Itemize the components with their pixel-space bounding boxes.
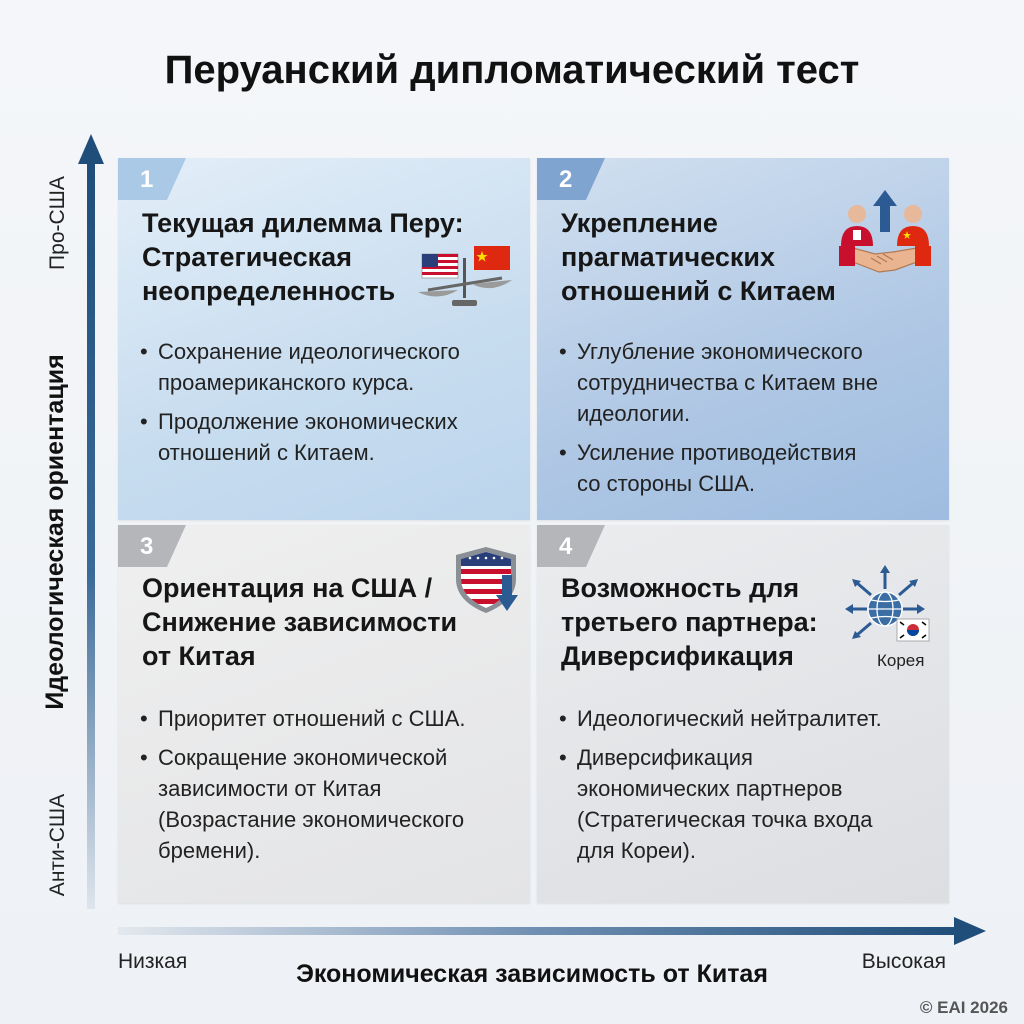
x-axis-low-label: Низкая <box>118 950 188 973</box>
y-axis-title: Идеологическая ориентация <box>41 354 69 710</box>
x-axis-title: Экономическая зависимость от Китая <box>296 960 768 988</box>
bullet-line: со стороны США. <box>577 471 756 496</box>
bullet-line: Продолжение экономических <box>158 409 458 434</box>
bullet-item: Усиление противодействия со стороны США. <box>559 437 878 499</box>
quadrant-number: 4 <box>537 525 605 567</box>
x-axis-high-label: Высокая <box>861 950 946 973</box>
bullet-line: Приоритет отношений с США. <box>158 706 466 731</box>
quadrant-3: 3 Ориентация на США / Снижение зависимос… <box>118 525 530 903</box>
heading-line: Текущая дилемма Перу: <box>142 208 464 238</box>
quadrant-number: 3 <box>118 525 186 567</box>
quadrant-bullets: Углубление экономического сотрудничества… <box>559 336 878 507</box>
quadrant-4: 4 Возможность для третьего партнера: Див… <box>537 525 949 903</box>
bullet-item: Углубление экономического сотрудничества… <box>559 336 878 429</box>
heading-line: отношений с Китаем <box>561 276 836 306</box>
bullet-line: бремени). <box>158 838 261 863</box>
heading-line: от Китая <box>142 641 256 671</box>
copyright: © EAI 2026 <box>919 998 1008 1017</box>
x-axis-arrow <box>118 917 986 945</box>
heading-line: неопределенность <box>142 276 396 306</box>
bullet-line: идеологии. <box>577 401 691 426</box>
heading-line: Возможность для <box>561 573 800 603</box>
bullet-line: зависимости от Китая <box>158 776 382 801</box>
quadrant-bullets: Идеологический нейтралитет. Диверсификац… <box>559 703 882 874</box>
bullet-item: Сохранение идеологического проамериканск… <box>140 336 460 398</box>
heading-line: прагматических <box>561 242 775 272</box>
heading-line: Укрепление <box>561 208 718 238</box>
heading-line: Стратегическая <box>142 242 352 272</box>
bullet-line: для Кореи). <box>577 838 696 863</box>
y-axis-bottom-label: Анти-США <box>46 793 69 897</box>
quadrant-heading: Укрепление прагматических отношений с Ки… <box>561 206 836 308</box>
quadrant-bullets: Приоритет отношений с США. Сокращение эк… <box>140 703 466 874</box>
bullet-line: (Возрастание экономического <box>158 807 465 832</box>
y-axis-arrow <box>78 134 104 909</box>
bullet-line: Диверсификация <box>577 745 753 770</box>
y-axis-top-label: Про-США <box>46 176 69 270</box>
bullet-item: Продолжение экономических отношений с Ки… <box>140 406 460 468</box>
quadrant-1: 1 Текущая дилемма Перу: Стратегическая н… <box>118 158 530 520</box>
quadrant-bullets: Сохранение идеологического проамериканск… <box>140 336 460 476</box>
quadrant-heading: Ориентация на США / Снижение зависимости… <box>142 571 457 673</box>
korea-label: Корея <box>877 651 925 670</box>
us-shield-down-icon <box>456 547 518 613</box>
bullet-item: Идеологический нейтралитет. <box>559 703 882 734</box>
bullet-line: Сохранение идеологического <box>158 339 460 364</box>
heading-line: Ориентация на США / <box>142 573 433 603</box>
heading-line: Диверсификация <box>561 641 794 671</box>
heading-line: третьего партнера: <box>561 607 818 637</box>
bullet-line: (Стратегическая точка входа <box>577 807 873 832</box>
balance-scale-flags-icon <box>418 246 512 306</box>
bullet-line: Идеологический нейтралитет. <box>577 706 882 731</box>
globe-arrows-icon <box>845 565 930 642</box>
bullet-item: Диверсификация экономических партнеров (… <box>559 742 882 866</box>
quadrant-2: 2 Укрепление прагматических отношений с … <box>537 158 949 520</box>
page-title: Перуанский дипломатический тест <box>164 48 860 92</box>
bullet-line: Сокращение экономической <box>158 745 448 770</box>
quadrant-number: 1 <box>118 158 186 200</box>
heading-line: Снижение зависимости <box>142 607 458 637</box>
bullet-line: экономических партнеров <box>577 776 843 801</box>
bullet-line: Усиление противодействия <box>577 440 857 465</box>
bullet-item: Приоритет отношений с США. <box>140 703 466 734</box>
bullet-item: Сокращение экономической зависимости от … <box>140 742 466 866</box>
bullet-line: сотрудничества с Китаем вне <box>577 370 878 395</box>
bullet-line: Углубление экономического <box>577 339 863 364</box>
bullet-line: отношений с Китаем. <box>158 440 375 465</box>
quadrant-number: 2 <box>537 158 605 200</box>
quadrant-heading: Возможность для третьего партнера: Дивер… <box>561 571 818 673</box>
quadrant-heading: Текущая дилемма Перу: Стратегическая нео… <box>142 206 464 308</box>
handshake-icon <box>839 190 931 273</box>
bullet-line: проамериканского курса. <box>158 370 415 395</box>
